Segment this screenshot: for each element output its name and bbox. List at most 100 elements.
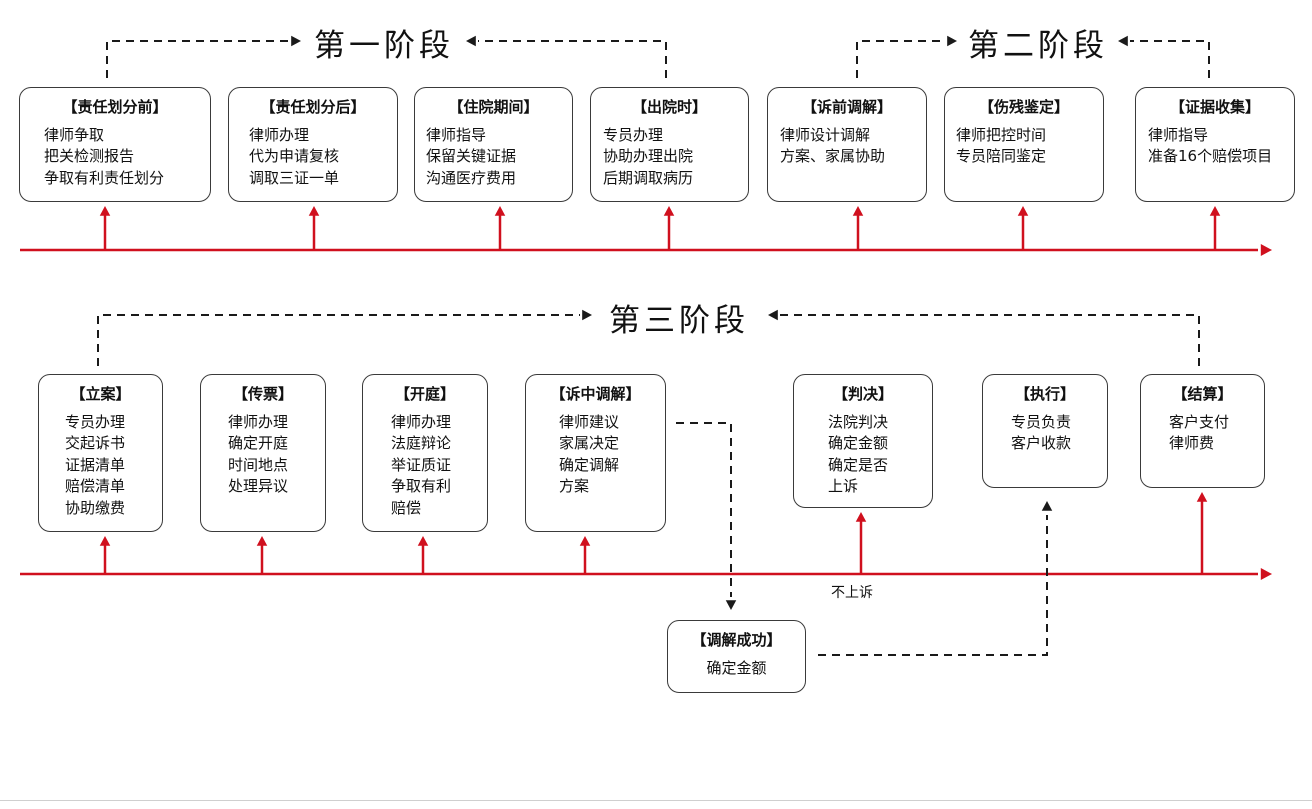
timeline-arrow-head-9	[417, 536, 429, 546]
stage-2-bracket-left-head	[947, 35, 957, 47]
box-line: 调取三证一单	[249, 168, 340, 187]
box-title: 【诉前调解】	[801, 98, 892, 116]
box-line: 客户收款	[1011, 434, 1072, 452]
box-line: 保留关键证据	[426, 147, 517, 165]
box-pre-suit-mediation: 【诉前调解】律师设计调解方案、家属协助	[767, 87, 927, 202]
box-line: 证据清单	[65, 455, 126, 474]
box-line: 家属决定	[559, 434, 620, 452]
box-discharge: 【出院时】专员办理协助办理出院后期调取病历	[590, 87, 749, 202]
box-line: 确定开庭	[228, 434, 289, 452]
timeline-arrow-head-0	[99, 206, 111, 216]
box-mediation-success: 【调解成功】确定金额	[667, 620, 806, 693]
box-line: 准备16个赔偿项目	[1148, 147, 1273, 165]
page-divider	[0, 800, 1312, 801]
box-lines: 律师争取把关检测报告争取有利责任划分	[20, 125, 210, 190]
timeline-arrow-head-11	[855, 512, 867, 522]
box-line: 代为申请复核	[249, 147, 340, 165]
mediation-to-success-connector	[676, 422, 732, 597]
stage-2-bracket-right	[1130, 40, 1210, 78]
box-line: 争取有利责任划分	[44, 168, 165, 187]
box-settlement: 【结算】客户支付律师费	[1140, 374, 1265, 488]
box-line: 律师办理	[249, 125, 310, 144]
timeline-arrow-head-1	[308, 206, 320, 216]
box-in-suit-mediation: 【诉中调解】律师建议家属决定确定调解方案	[525, 374, 666, 532]
box-hospital-stay: 【住院期间】律师指导保留关键证据沟通医疗费用	[414, 87, 573, 202]
box-execution: 【执行】专员负责客户收款	[982, 374, 1108, 488]
box-title: 【诉中调解】	[550, 385, 641, 403]
box-line: 律师争取	[44, 125, 105, 144]
box-title: 【立案】	[70, 385, 131, 403]
box-lines: 律师办理确定开庭时间地点处理异议	[201, 412, 325, 498]
timeline-arrow-head-4	[852, 206, 864, 216]
box-line: 确定金额	[828, 434, 889, 452]
box-line: 协助缴费	[65, 498, 126, 517]
box-title: 【开庭】	[394, 385, 455, 403]
box-court-hearing: 【开庭】律师办理法庭辩论举证质证争取有利赔偿	[362, 374, 488, 532]
box-line: 律师指导	[1148, 125, 1209, 144]
box-lines: 律师办理代为申请复核调取三证一单	[229, 125, 397, 190]
box-line: 律师办理	[391, 412, 452, 431]
box-lines: 律师指导准备16个赔偿项目	[1136, 125, 1294, 168]
box-title: 【伤残鉴定】	[978, 98, 1069, 116]
success-to-execution-head	[1041, 501, 1053, 511]
box-line: 方案、家属协助	[780, 147, 886, 165]
box-line: 律师设计调解	[780, 125, 871, 144]
box-line: 专员办理	[65, 412, 126, 431]
stage-3-bracket-right-head	[768, 309, 778, 321]
box-liability-before: 【责任划分前】律师争取把关检测报告争取有利责任划分	[19, 87, 211, 202]
box-lines: 专员负责客户收款	[983, 412, 1107, 455]
timeline-arrow-head-5	[1017, 206, 1029, 216]
box-line: 专员办理	[603, 125, 664, 144]
box-line: 沟通医疗费用	[426, 168, 517, 187]
stage-2-bracket-left	[856, 40, 945, 78]
box-line: 协助办理出院	[603, 147, 694, 165]
box-line: 方案	[559, 477, 590, 495]
timeline-arrow-head-6	[1209, 206, 1221, 216]
timeline-arrow-head-10	[579, 536, 591, 546]
box-line: 确定调解	[559, 455, 620, 474]
box-line: 赔偿清单	[65, 477, 126, 495]
stage-1-bracket-right	[478, 40, 667, 78]
box-line: 赔偿	[391, 498, 422, 517]
stage-1-bracket-right-head	[466, 35, 476, 47]
box-liability-after: 【责任划分后】律师办理代为申请复核调取三证一单	[228, 87, 398, 202]
success-to-execution-connector	[818, 515, 1048, 656]
box-lines: 律师办理法庭辩论举证质证争取有利赔偿	[363, 412, 487, 520]
box-line: 交起诉书	[65, 434, 126, 452]
box-title: 【判决】	[832, 385, 893, 403]
stage-2-label: 第二阶段	[968, 28, 1108, 64]
box-lines: 专员办理协助办理出院后期调取病历	[591, 125, 748, 190]
box-title: 【出院时】	[631, 98, 707, 116]
box-title: 【结算】	[1172, 385, 1233, 403]
box-line: 后期调取病历	[603, 168, 694, 187]
box-title: 【住院期间】	[448, 98, 539, 116]
no-appeal-label: 不上诉	[831, 585, 873, 601]
stage-1-bracket-left-head	[291, 35, 301, 47]
box-line: 确定是否	[828, 455, 889, 474]
box-line: 确定金额	[706, 658, 767, 677]
box-title: 【调解成功】	[691, 631, 782, 649]
box-summons: 【传票】律师办理确定开庭时间地点处理异议	[200, 374, 326, 532]
box-line: 处理异议	[228, 477, 289, 495]
box-line: 律师建议	[559, 412, 620, 431]
box-lines: 客户支付律师费	[1141, 412, 1264, 455]
box-lines: 律师设计调解方案、家属协助	[768, 125, 926, 168]
timeline-arrow-head-12	[1196, 492, 1208, 502]
box-disability-appraisal: 【伤残鉴定】律师把控时间专员陪同鉴定	[944, 87, 1104, 202]
box-line: 法庭辩论	[391, 434, 452, 452]
mediation-to-success-head	[725, 600, 737, 610]
box-line: 律师费	[1169, 434, 1215, 452]
timeline-bottom-arrowhead	[1260, 568, 1272, 580]
stage-3-bracket-left-head	[582, 309, 592, 321]
timeline-arrow-head-8	[256, 536, 268, 546]
stage-2-bracket-right-head	[1118, 35, 1128, 47]
box-line: 律师办理	[228, 412, 289, 431]
box-line: 上诉	[828, 477, 859, 495]
box-judgment: 【判决】法院判决确定金额确定是否上诉	[793, 374, 933, 508]
stage-1-bracket-left	[106, 40, 290, 78]
box-title: 【责任划分前】	[62, 98, 168, 116]
box-case-filing: 【立案】专员办理交起诉书证据清单赔偿清单协助缴费	[38, 374, 163, 532]
box-lines: 专员办理交起诉书证据清单赔偿清单协助缴费	[39, 412, 162, 520]
box-line: 律师指导	[426, 125, 487, 144]
